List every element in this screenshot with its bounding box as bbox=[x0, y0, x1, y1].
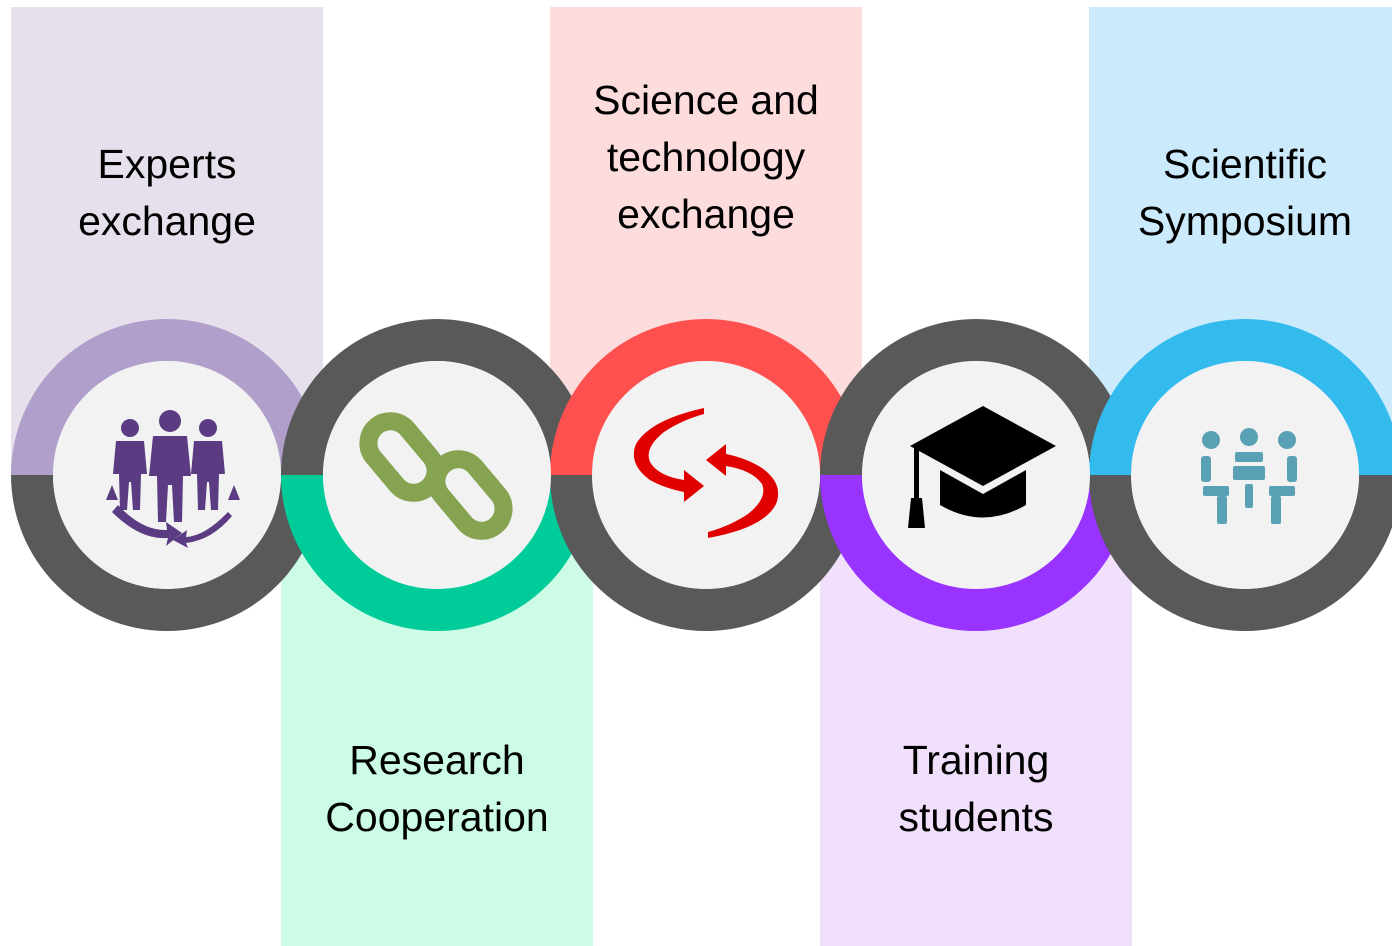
stage-label-research-cooperation: Research Cooperation bbox=[325, 737, 549, 840]
ring-training-students bbox=[820, 319, 1132, 631]
ring-scientific-symposium bbox=[1089, 319, 1392, 631]
stage-label-scientific-symposium: Scientific Symposium bbox=[1137, 141, 1353, 244]
ring-science-technology-exchange bbox=[550, 319, 862, 631]
meeting-icon bbox=[1201, 428, 1297, 524]
stage-label-science-technology-exchange: Science and technology exchange bbox=[593, 77, 819, 237]
people-exchange-icon bbox=[106, 410, 240, 548]
ring-research-cooperation bbox=[281, 319, 593, 631]
stage-label-experts-exchange: Experts exchange bbox=[78, 141, 256, 244]
swap-arrows-icon bbox=[633, 408, 779, 538]
chain-link-icon bbox=[359, 412, 513, 540]
ring-experts-exchange bbox=[11, 319, 323, 631]
inner-circle-3 bbox=[592, 361, 820, 589]
graduation-cap-icon bbox=[908, 406, 1056, 528]
stage-label-training-students: Training students bbox=[898, 737, 1054, 840]
